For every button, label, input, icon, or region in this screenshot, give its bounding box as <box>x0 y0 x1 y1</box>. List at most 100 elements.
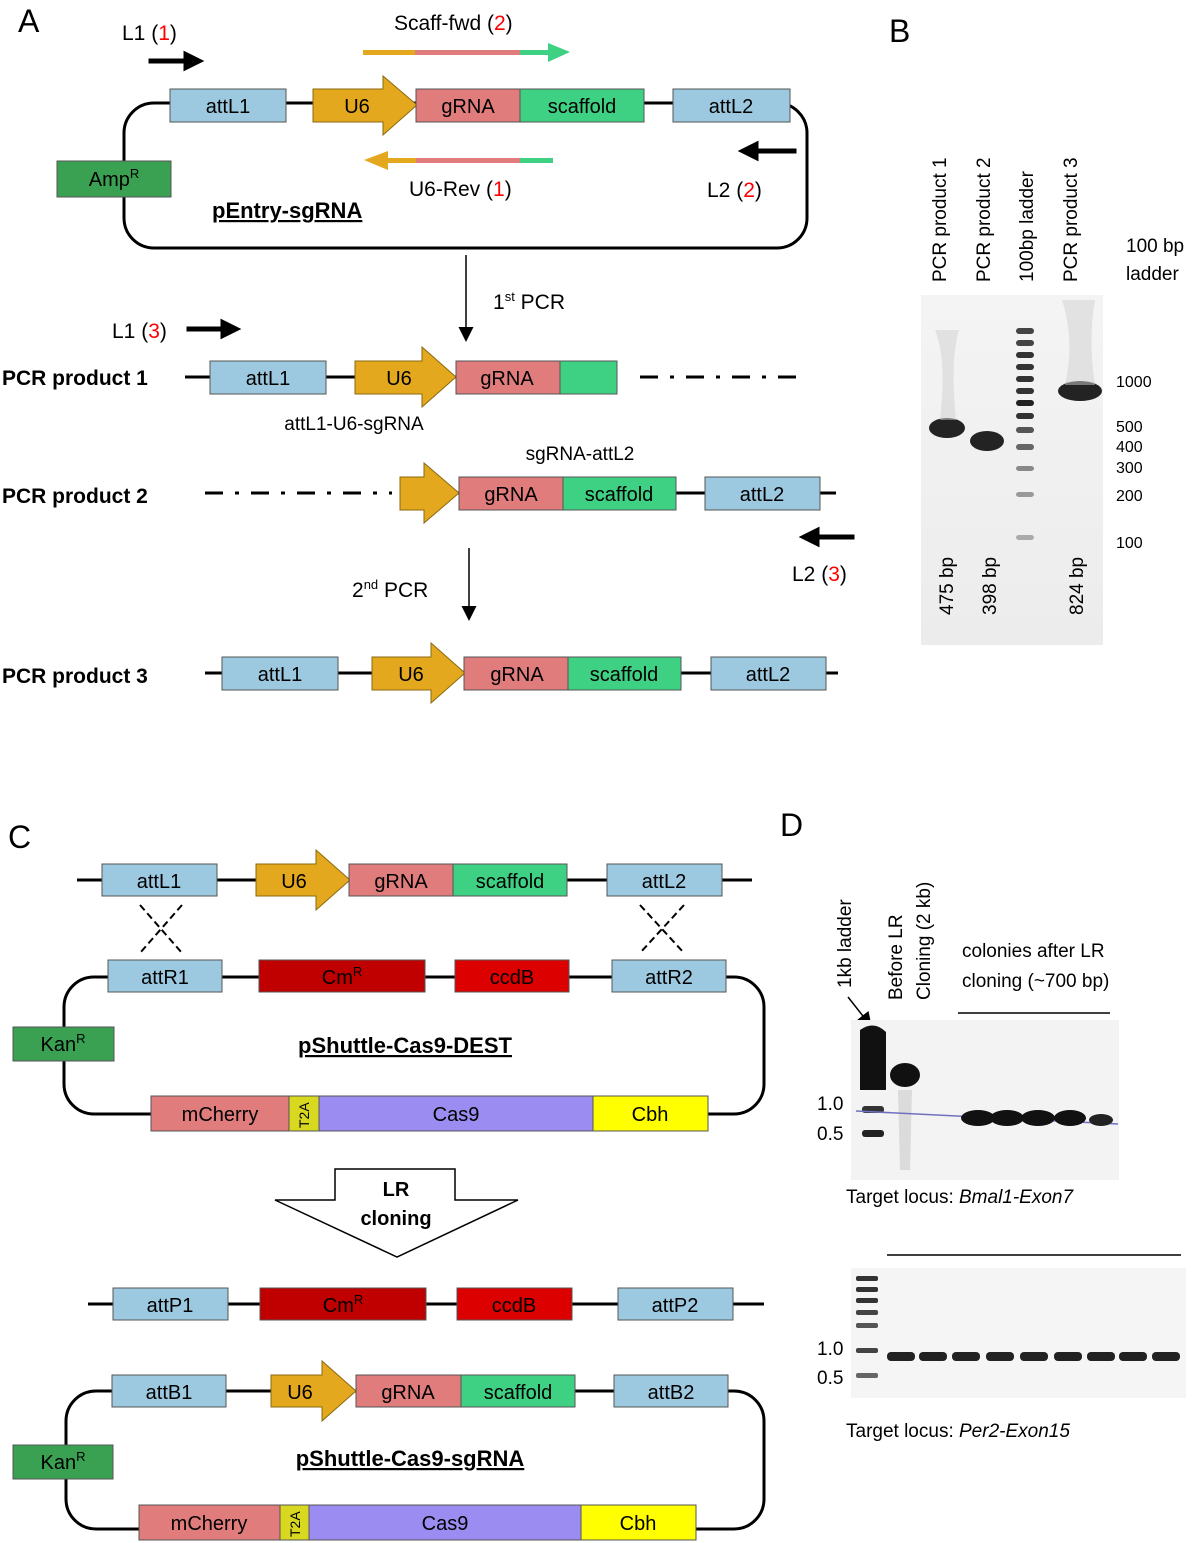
product1-attl1: attL1 <box>209 360 327 395</box>
c-cross-left <box>139 904 183 954</box>
gel-d-ladder-label: 1kb ladder <box>835 899 856 988</box>
gel-b-mark-500: 500 <box>1116 419 1143 436</box>
dest-cbh: Cbh <box>592 1095 709 1132</box>
gel-b-ladder-marks: 1000 500 400 300 200 100 <box>1116 374 1152 552</box>
pentry-scaffold: scaffold <box>519 88 645 123</box>
panel-d: D 1kb ladder Before LR Cloning (2 kb) co… <box>780 807 1186 1442</box>
svg-text:cloning: cloning <box>360 1208 431 1230</box>
svg-text:U6: U6 <box>386 368 412 390</box>
gel-d-bottom-mark-1: 1.0 <box>817 1339 843 1360</box>
gel-d-top-colony-bands <box>961 1110 1113 1126</box>
primer-l2-2-arrow <box>737 140 797 162</box>
product2-grna: gRNA <box>458 476 564 511</box>
svg-text:attL2: attL2 <box>709 96 753 118</box>
gel-b-size-product2: 398 bp <box>980 557 1001 615</box>
gel-b-mark-400: 400 <box>1116 439 1143 456</box>
svg-text:attR1: attR1 <box>141 967 189 989</box>
final-attb2: attB2 <box>613 1374 729 1408</box>
gel-b-mark-300: 300 <box>1116 460 1143 477</box>
product3-attl1: attL1 <box>221 656 339 691</box>
gel-b-lane-1-label: PCR product 1 <box>930 157 951 282</box>
svg-text:T2A: T2A <box>287 1511 303 1537</box>
svg-text:attL2: attL2 <box>746 664 790 686</box>
product1-grna: gRNA <box>455 360 561 395</box>
dest-cmr: CmR <box>258 959 426 993</box>
gel-b-mark-100: 100 <box>1116 535 1143 552</box>
gel-b-band-product2 <box>970 431 1004 451</box>
svg-text:attP2: attP2 <box>652 1295 699 1317</box>
gel-d-before-label-1: Before LR <box>886 914 907 1000</box>
svg-text:attL1: attL1 <box>258 664 302 686</box>
svg-text:mCherry: mCherry <box>182 1104 259 1126</box>
svg-text:U6: U6 <box>281 871 307 893</box>
svg-text:attR2: attR2 <box>645 967 693 989</box>
svg-text:gRNA: gRNA <box>381 1382 435 1404</box>
product2-attl2: attL2 <box>704 476 821 511</box>
gel-d-colonies-label-1: colonies after LR <box>962 941 1105 962</box>
svg-text:AmpR: AmpR <box>89 166 140 191</box>
svg-text:CmR: CmR <box>322 964 363 989</box>
product2-u6 <box>399 461 460 525</box>
product3-grna: gRNA <box>463 656 569 691</box>
svg-text:T2A: T2A <box>296 1102 312 1128</box>
final-plasmid-name: pShuttle-Cas9-sgRNA <box>296 1446 525 1471</box>
final-cbh: Cbh <box>580 1504 697 1541</box>
final-scaffold: scaffold <box>460 1374 576 1408</box>
byproduct-cmr: CmR <box>259 1287 427 1321</box>
gel-d-bottom <box>851 1268 1186 1398</box>
product3-label: PCR product 3 <box>2 665 148 688</box>
dest-t2a: T2A <box>288 1095 320 1132</box>
svg-text:gRNA: gRNA <box>374 871 428 893</box>
pentry-backbone <box>122 101 809 250</box>
svg-text:attP1: attP1 <box>147 1295 194 1317</box>
gel-b-mark-200: 200 <box>1116 488 1143 505</box>
lr-cloning-arrow: LR cloning <box>274 1168 519 1258</box>
final-cas9: Cas9 <box>308 1504 582 1541</box>
product2-scaffold: scaffold <box>562 476 677 511</box>
final-t2a: T2A <box>279 1504 310 1541</box>
svg-text:attL1: attL1 <box>206 96 250 118</box>
svg-text:LR: LR <box>383 1179 410 1201</box>
svg-text:U6: U6 <box>344 96 370 118</box>
gel-b-mark-1000: 1000 <box>1116 374 1152 391</box>
final-grna: gRNA <box>355 1374 462 1408</box>
gel-d-top-before-band <box>890 1063 920 1087</box>
svg-text:gRNA: gRNA <box>484 484 538 506</box>
final-attb1: attB1 <box>111 1374 227 1408</box>
dest-ccdb: ccdB <box>454 959 570 993</box>
first-pcr-label: 1st PCR <box>493 289 565 314</box>
panel-b: B PCR product 1 PCR product 2 100bp ladd… <box>889 13 1184 645</box>
gel-d-bottom-ladder <box>856 1276 878 1378</box>
primer-scaff-fwd-label: Scaff-fwd (2) <box>394 12 513 35</box>
svg-text:KanR: KanR <box>41 1031 86 1056</box>
pentry-grna: gRNA <box>415 88 521 123</box>
svg-text:attL2: attL2 <box>740 484 784 506</box>
panel-b-label: B <box>889 13 910 49</box>
product3-u6: U6 <box>371 641 466 705</box>
gel-b-band-product1 <box>929 418 965 438</box>
gel-d-colonies-label-2: cloning (~700 bp) <box>962 971 1109 992</box>
primer-l2-3-label: L2 (3) <box>792 563 847 586</box>
gel-b-smear-product3 <box>1062 300 1095 385</box>
panel-a: A L1 (1) Scaff-fwd (2) attL1 U6 gRNA s <box>2 3 855 705</box>
svg-text:U6: U6 <box>398 664 424 686</box>
product1-scaffold-fragment <box>559 360 618 395</box>
byproduct-ccdb: ccdB <box>456 1287 573 1321</box>
byproduct-attp1: attP1 <box>112 1287 229 1321</box>
svg-text:scaffold: scaffold <box>590 664 659 686</box>
primer-u6-rev-arrow <box>364 151 553 170</box>
svg-text:attL1: attL1 <box>137 871 181 893</box>
panel-c-label: C <box>8 819 31 855</box>
svg-text:scaffold: scaffold <box>585 484 654 506</box>
c-top-u6: U6 <box>255 848 351 912</box>
panel-d-label: D <box>780 807 803 843</box>
primer-l1-3-label: L1 (3) <box>112 320 167 343</box>
pentry-plasmid-name: pEntry-sgRNA <box>212 198 362 223</box>
gel-d-top-mark-05: 0.5 <box>817 1124 843 1145</box>
svg-text:gRNA: gRNA <box>490 664 544 686</box>
svg-text:attL1: attL1 <box>246 368 290 390</box>
svg-text:U6: U6 <box>287 1382 313 1404</box>
svg-text:gRNA: gRNA <box>480 368 534 390</box>
final-u6: U6 <box>270 1359 357 1423</box>
